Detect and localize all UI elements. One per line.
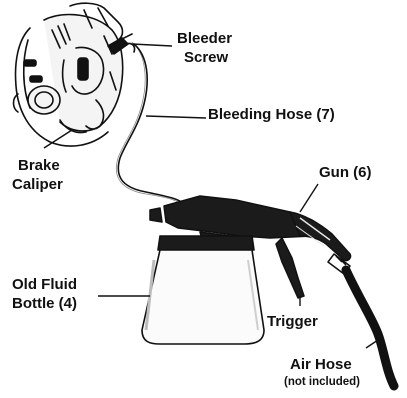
label-bleeding-hose: Bleeding Hose (7) xyxy=(208,106,335,124)
label-gun: Gun (6) xyxy=(319,164,372,182)
label-bleeder-screw-line2: Screw xyxy=(184,49,228,67)
label-air-hose-note: (not included) xyxy=(284,376,360,389)
label-trigger: Trigger xyxy=(267,313,318,331)
label-bleeder-screw-line1: Bleeder xyxy=(177,30,232,48)
label-brake-caliper-line2: Caliper xyxy=(12,176,63,194)
leader-bleeder-screw xyxy=(132,44,172,46)
brake-caliper-drawing xyxy=(14,3,135,146)
label-old-fluid-bottle-line1: Old Fluid xyxy=(12,276,77,294)
leader-air-hose xyxy=(366,340,378,348)
label-old-fluid-bottle-line2: Bottle (4) xyxy=(12,295,77,313)
air-hose-line xyxy=(346,270,394,386)
leader-gun xyxy=(300,184,318,212)
hose-line xyxy=(118,44,184,204)
label-air-hose: Air Hose xyxy=(290,356,352,374)
fluid-bottle-drawing xyxy=(142,236,264,344)
label-brake-caliper-line1: Brake xyxy=(18,157,60,175)
leader-bleeding-hose xyxy=(146,116,206,118)
